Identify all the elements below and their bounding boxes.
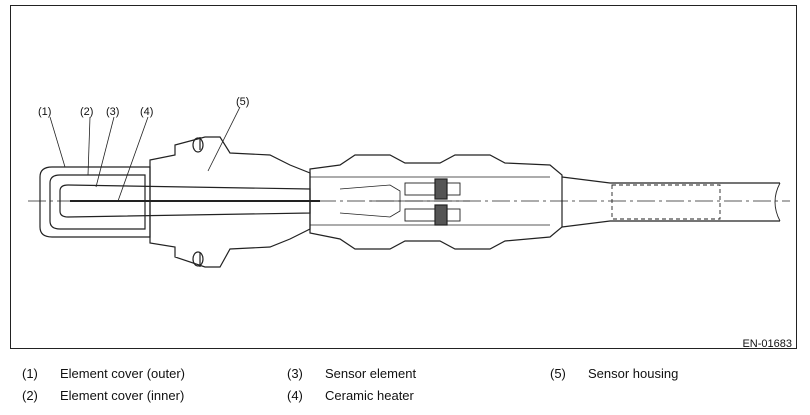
legend-number: (5) <box>550 366 566 381</box>
sensor-cable <box>561 176 780 228</box>
legend-number: (2) <box>22 388 38 403</box>
diagram-frame <box>10 5 797 349</box>
legend-label: Sensor housing <box>588 366 679 381</box>
callout-4: (4) <box>140 106 153 118</box>
callout-3: (3) <box>106 106 119 118</box>
legend-item: (2) Element cover (inner) <box>22 388 184 403</box>
legend-label: Element cover (outer) <box>60 366 185 381</box>
callout-5: (5) <box>236 96 249 108</box>
sensor-body <box>309 154 563 250</box>
legend-item: (1) Element cover (outer) <box>22 366 185 381</box>
callout-1: (1) <box>38 106 51 118</box>
legend-label: Element cover (inner) <box>60 388 185 403</box>
callout-2: (2) <box>80 106 93 118</box>
oxygen-sensor-drawing: (1) (2) (3) (4) (5) <box>28 96 790 268</box>
figure-code: EN-01683 <box>742 338 792 350</box>
legend-item: (3) Sensor element <box>287 366 416 381</box>
legend-label: Ceramic heater <box>325 388 414 403</box>
legend-number: (1) <box>22 366 38 381</box>
legend-number: (4) <box>287 388 303 403</box>
legend-item: (5) Sensor housing <box>550 366 678 381</box>
element-cover-inner <box>49 174 146 230</box>
legend-number: (3) <box>287 366 303 381</box>
legend: (1) Element cover (outer) (2) Element cove… <box>0 366 810 412</box>
legend-label: Sensor element <box>325 366 417 381</box>
legend-item: (4) Ceramic heater <box>287 388 414 403</box>
